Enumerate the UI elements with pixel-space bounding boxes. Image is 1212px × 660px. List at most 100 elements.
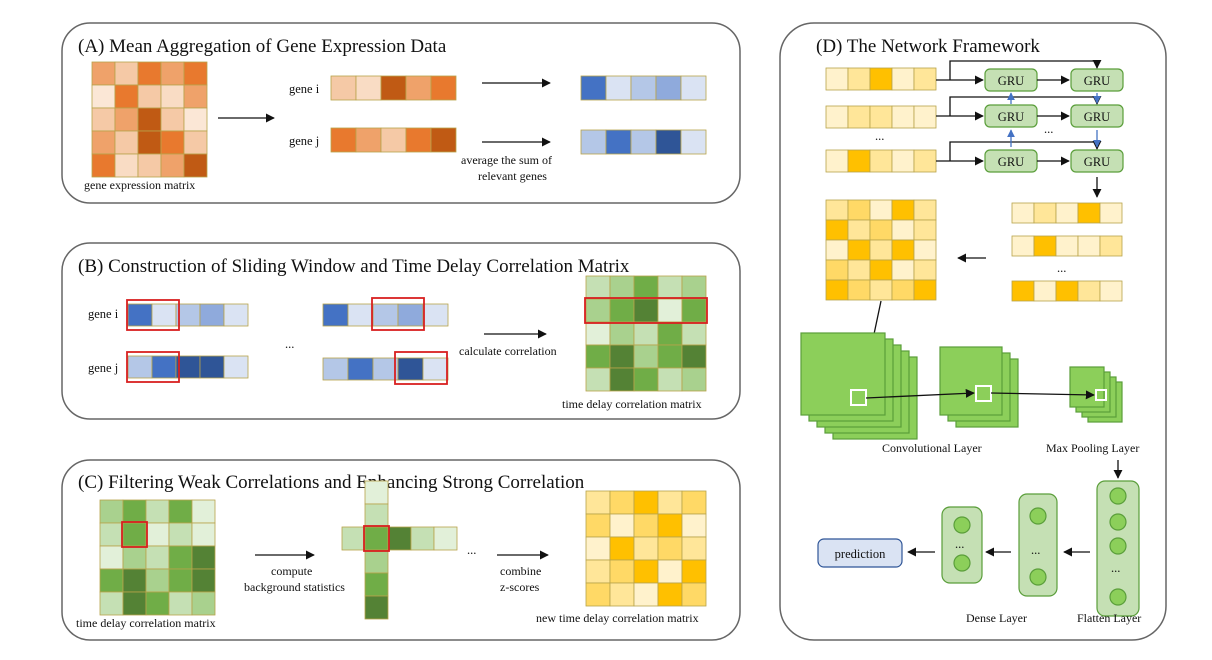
gene-expression-matrix-cell <box>183 84 208 109</box>
flatten-neuron <box>1109 588 1127 606</box>
input-row-1-cell <box>869 67 893 91</box>
panel-c-graphics <box>99 480 707 620</box>
average-sum-text-line1: average the sum of <box>461 153 552 167</box>
new-matrix-cell <box>633 582 659 607</box>
panel-b-graphics <box>126 275 708 392</box>
output-row-2-cell <box>1077 235 1101 257</box>
feature-matrix-d-cell <box>847 259 871 281</box>
cross-horizontal-cell <box>387 526 412 551</box>
time-delay-matrix-b-cell <box>633 298 659 323</box>
gru-b-3 <box>1070 149 1124 173</box>
time-delay-matrix-b-cell <box>609 321 635 346</box>
time-delay-matrix-b-cell <box>585 344 611 369</box>
gene-expression-matrix-cell <box>114 130 139 155</box>
conv-sheet-2 <box>939 346 1003 416</box>
gene-expression-matrix-cell <box>137 130 162 155</box>
time-delay-matrix-b-cell <box>657 275 683 300</box>
combine-label-line1: combine <box>500 564 541 578</box>
new-matrix-cell <box>633 536 659 561</box>
new-matrix-cell <box>585 490 611 515</box>
gene-expression-matrix-cell <box>91 61 116 86</box>
gene-j-row-b-right-cell <box>347 357 374 381</box>
time-delay-matrix-c-cell <box>191 545 216 570</box>
gene-expression-matrix-cell <box>137 61 162 86</box>
gene-i-row-b-left-cell <box>127 303 153 327</box>
gene-expression-matrix-cell <box>183 153 208 178</box>
time-delay-matrix-c-cell <box>122 568 147 593</box>
time-delay-matrix-b-cell <box>585 298 611 323</box>
gene-j-row-b-right-cell <box>322 357 349 381</box>
gene-j-row-b-right-cell <box>422 357 449 381</box>
dense-layer-column-1 <box>1018 493 1058 597</box>
time-delay-matrix-c-cell <box>191 499 216 524</box>
flatten-layer-label: Flatten Layer <box>1077 611 1141 625</box>
maxpool-layer-label: Max Pooling Layer <box>1046 441 1139 455</box>
gru-b-2 <box>1070 104 1124 128</box>
conv-to-conv2 <box>865 388 975 399</box>
feature-matrix-d-cell <box>891 219 915 241</box>
cross-horizontal-cell <box>341 526 366 551</box>
gru-ellipsis-mid: ... <box>1044 122 1053 136</box>
panel-a-title: (A) Mean Aggregation of Gene Expression … <box>78 36 447 57</box>
output-row-2-cell <box>1055 235 1079 257</box>
feature-matrix-d-cell <box>869 279 893 301</box>
gru-b-1 <box>1070 68 1124 92</box>
conv-layer-label: Convolutional Layer <box>882 441 982 455</box>
flatten-neuron <box>1109 487 1127 505</box>
time-delay-matrix-c-cell <box>145 499 170 524</box>
feature-matrix-d-cell <box>913 199 937 221</box>
gene-expression-matrix-cell <box>183 107 208 132</box>
time-delay-matrix-b-cell <box>609 344 635 369</box>
gru-b-3-label: GRU <box>1084 155 1110 169</box>
feature-matrix-d-cell <box>825 259 849 281</box>
feature-matrix-d-cell <box>891 239 915 261</box>
skip-to-gru-b-1 <box>949 59 1102 80</box>
feature-matrix-d-cell <box>869 199 893 221</box>
time-delay-matrix-c-cell <box>168 568 193 593</box>
new-matrix-cell <box>681 490 707 515</box>
time-delay-matrix-b-cell <box>681 275 707 300</box>
output-row-1-cell <box>1055 202 1079 224</box>
time-delay-matrix-c-cell <box>99 522 124 547</box>
time-delay-matrix-b-cell <box>585 275 611 300</box>
time-delay-matrix-b-cell <box>657 298 683 323</box>
gene-j-row-b-left-cell <box>223 355 249 379</box>
gene-i-avg-row-cell <box>655 75 682 101</box>
new-matrix-cell <box>657 559 683 584</box>
output-row-3-cell <box>1099 280 1123 302</box>
new-matrix-cell <box>657 513 683 538</box>
cross-bottom-cell <box>364 595 389 620</box>
pool-kernel <box>1095 389 1107 401</box>
ellipsis-c: ... <box>467 543 476 557</box>
feature-matrix-d-cell <box>913 239 937 261</box>
window-gene-j-left <box>126 351 180 383</box>
gene-expression-matrix-cell <box>137 107 162 132</box>
gru-ellipsis-left: ... <box>875 129 884 143</box>
new-matrix-caption: new time delay correlation matrix <box>536 611 699 625</box>
gene-j-avg-row-cell <box>680 129 707 155</box>
time-delay-matrix-c-cell <box>191 522 216 547</box>
new-matrix-cell <box>585 513 611 538</box>
input-row-3-cell <box>825 149 849 173</box>
new-matrix-cell <box>681 559 707 584</box>
feature-matrix-d-cell <box>825 199 849 221</box>
time-delay-matrix-c-cell <box>99 568 124 593</box>
time-delay-matrix-c-cell <box>168 522 193 547</box>
new-matrix-cell <box>609 536 635 561</box>
gene-expression-matrix-cell <box>114 107 139 132</box>
new-matrix-cell <box>609 490 635 515</box>
gene-i-row-b-left-cell <box>151 303 177 327</box>
input-row-1-cell <box>913 67 937 91</box>
compute-label-line1: compute <box>271 564 312 578</box>
time-delay-matrix-b-cell <box>633 344 659 369</box>
time-delay-matrix-c-cell <box>99 499 124 524</box>
gru-a-1-label: GRU <box>998 74 1024 88</box>
gru-a-3-label: GRU <box>998 155 1024 169</box>
time-delay-matrix-b-cell <box>681 298 707 323</box>
time-delay-matrix-c-cell <box>168 591 193 616</box>
gene-i-row-b-left-cell <box>223 303 249 327</box>
gene-i-avg-row-cell <box>680 75 707 101</box>
dense-layer-column-2 <box>941 506 983 584</box>
gene-expression-matrix-cell <box>91 153 116 178</box>
